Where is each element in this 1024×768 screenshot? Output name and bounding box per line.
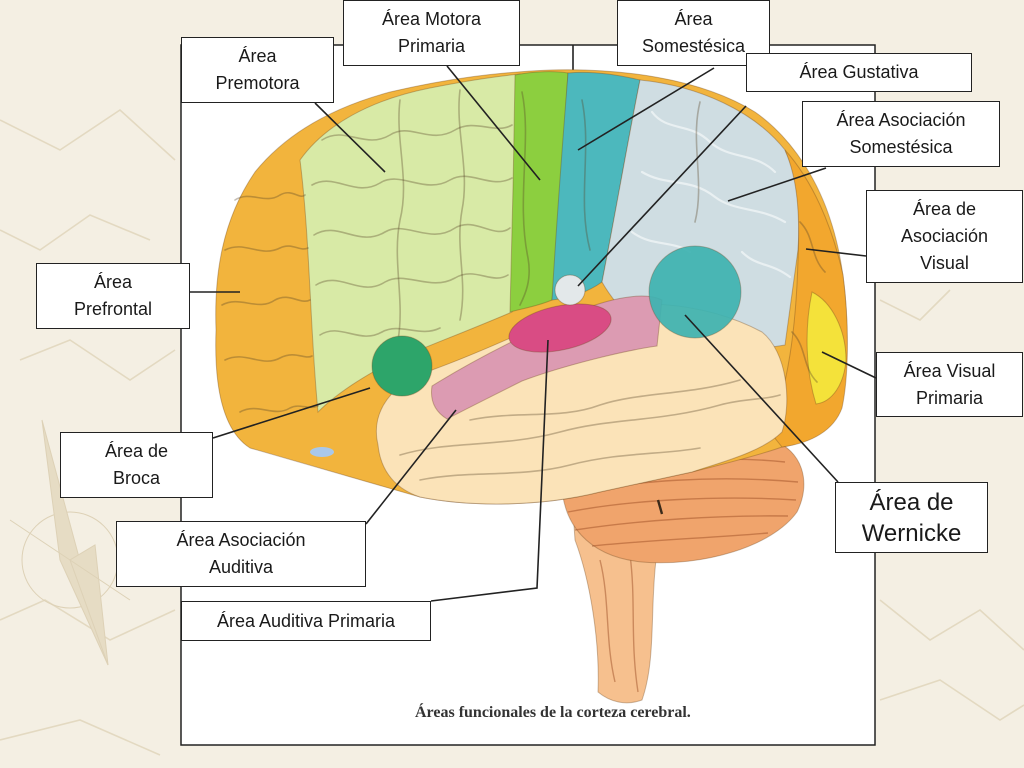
temporal-sulci [399, 379, 781, 481]
area-auditiva-primaria [508, 303, 612, 353]
label-area-gustativa: Área Gustativa [746, 53, 972, 92]
background-map-line [879, 679, 1024, 721]
leader-lines [190, 65, 877, 602]
leader-line-visual-primaria [821, 351, 877, 379]
area-motora-primaria [509, 71, 569, 313]
leader-line-premotora [314, 102, 386, 173]
label-text: Área de [912, 199, 977, 219]
leader-line-asociacion-auditiva [365, 409, 457, 525]
leader-line-asociacion-visual [805, 248, 867, 257]
label-text: Asociación [900, 226, 989, 246]
label-text: Área Asociación [176, 530, 306, 550]
label-area-broca: Área de Broca [60, 432, 213, 498]
label-text: Auditiva [208, 557, 274, 577]
label-text: Broca [112, 468, 161, 488]
label-area-somestesica: Área Somestésica [617, 0, 770, 66]
cerebellum-fold [567, 497, 797, 513]
label-area-asociacion-visual: Área de Asociación Visual [866, 190, 1023, 283]
leader-line-auditiva-primaria [430, 339, 549, 602]
label-text: Somestésica [641, 36, 746, 56]
background-map-line [0, 599, 176, 641]
area-premotora [299, 73, 521, 414]
temporal-lobe [376, 303, 788, 505]
label-text: Área [238, 46, 277, 66]
background-map-line [879, 599, 1024, 651]
leader-line-somestesica [577, 67, 715, 151]
label-text: Somestésica [849, 137, 953, 157]
label-area-asociacion-somestesica: Área Asociación Somestésica [802, 101, 1000, 167]
area-wernicke [648, 245, 742, 339]
area-broca [371, 335, 433, 397]
background-map-line [19, 339, 176, 381]
label-area-asociacion-auditiva: Área Asociación Auditiva [116, 521, 366, 587]
brainstem-line [599, 559, 616, 683]
label-text: Área de [869, 488, 954, 516]
cerebellum-mark [656, 499, 664, 515]
label-text: Primaria [915, 387, 983, 408]
background-decoration [0, 108, 1024, 756]
label-area-wernicke: Área de Wernicke [835, 482, 988, 553]
leader-line-gustativa [577, 105, 747, 287]
cerebellum-fold [591, 532, 769, 547]
cortex-gyri [221, 89, 826, 413]
background-map-line [0, 719, 161, 756]
label-text: Área [674, 9, 713, 29]
olfactory-mark [310, 447, 334, 457]
label-area-visual-primaria: Área Visual Primaria [876, 352, 1023, 417]
label-text: Premotora [215, 73, 300, 93]
background-map-line [0, 108, 176, 161]
label-text: Área Asociación [836, 110, 966, 130]
label-text: Prefrontal [73, 299, 153, 319]
label-area-motora-primaria: Área Motora Primaria [343, 0, 520, 66]
label-text: Área [93, 272, 133, 292]
background-map-line [0, 214, 151, 251]
label-text: Área Auditiva Primaria [216, 610, 396, 631]
label-text: Primaria [397, 36, 465, 56]
label-area-prefrontal: Área Prefrontal [36, 263, 190, 329]
label-text: Área Visual [903, 360, 996, 381]
label-text: Wernicke [861, 519, 962, 547]
compass-rose [9, 419, 131, 666]
label-text: Área Motora [381, 9, 482, 29]
leader-line-wernicke [684, 314, 839, 483]
label-area-premotora: Área Premotora [181, 37, 334, 103]
leader-line-asociacion-somestesica [727, 167, 827, 202]
cerebellum-fold [574, 515, 789, 531]
label-text: Área Gustativa [799, 62, 919, 82]
label-area-auditiva-primaria: Área Auditiva Primaria [181, 601, 431, 641]
leader-line-broca [212, 387, 371, 439]
label-text: Área de [104, 441, 169, 461]
brainstem-line [629, 554, 639, 693]
area-gustativa [554, 274, 586, 306]
label-text: Visual [920, 253, 969, 273]
leader-line-motora-primaria [446, 65, 541, 181]
figure-caption: Áreas funcionales de la corteza cerebral… [415, 704, 691, 721]
area-visual-primaria [806, 291, 847, 405]
background-map-line [879, 289, 951, 321]
